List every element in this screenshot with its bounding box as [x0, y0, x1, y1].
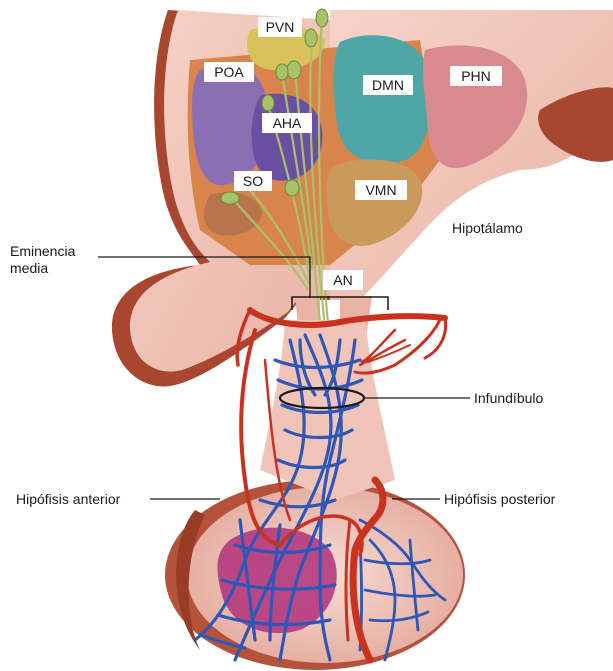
svg-text:SO: SO	[243, 173, 263, 189]
label-phn: PHN	[450, 66, 502, 86]
label-pvn: PVN	[258, 17, 302, 37]
label-aha: AHA	[262, 113, 312, 133]
svg-text:AHA: AHA	[273, 115, 302, 131]
dmn-region	[333, 35, 431, 164]
svg-text:DMN: DMN	[372, 77, 404, 93]
label-eminencia-media-line2: media	[10, 260, 48, 276]
label-dmn: DMN	[363, 75, 413, 95]
label-infundibulo: Infundíbulo	[474, 390, 543, 406]
svg-text:AN: AN	[333, 272, 352, 288]
label-hipotalamo: Hipotálamo	[452, 220, 523, 236]
label-hipofisis-anterior: Hipófisis anterior	[16, 491, 121, 507]
svg-text:PHN: PHN	[461, 68, 491, 84]
label-vmn: VMN	[355, 180, 407, 200]
label-an: AN	[323, 270, 363, 290]
label-poa: POA	[204, 62, 254, 82]
label-so: SO	[234, 171, 272, 191]
label-hipofisis-posterior: Hipófisis posterior	[444, 491, 556, 507]
svg-text:POA: POA	[214, 64, 244, 80]
label-eminencia-media-line1: Eminencia	[10, 243, 76, 259]
svg-text:PVN: PVN	[266, 19, 295, 35]
svg-text:VMN: VMN	[365, 182, 396, 198]
